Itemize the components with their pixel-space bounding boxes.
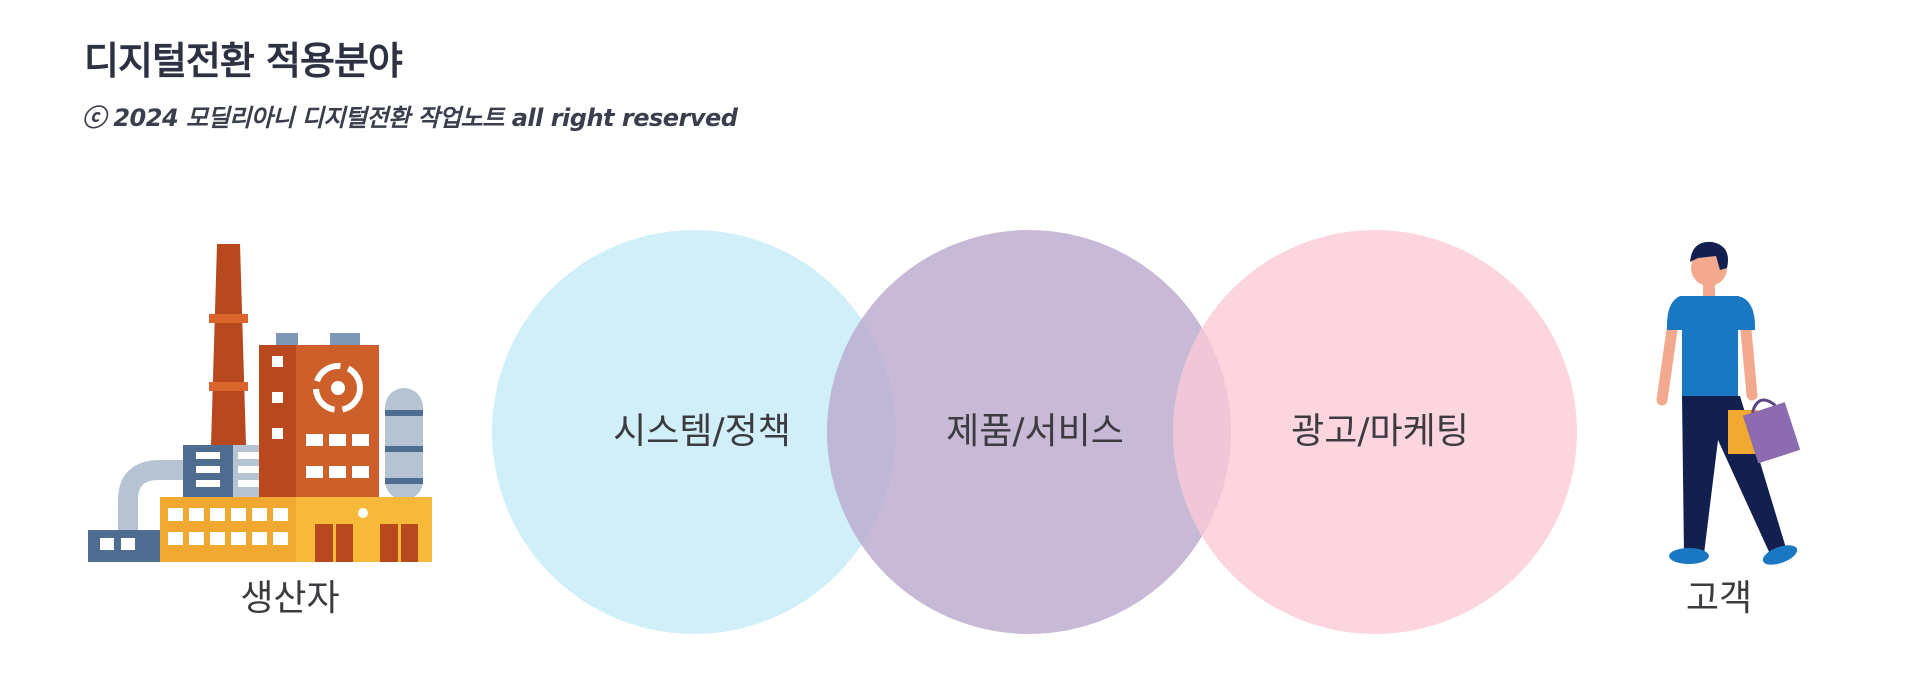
circle-product-service — [827, 230, 1231, 634]
circle-label-product-service: 제품/서비스 — [946, 411, 1124, 452]
circle-advertising-marketing — [1173, 230, 1577, 634]
circle-label-advertising-marketing: 광고/마케팅 — [1291, 411, 1469, 452]
page-title: 디지털전환 적용분야 — [84, 39, 403, 83]
circle-label-system-policy: 시스템/정책 — [613, 411, 791, 452]
factory-icon — [88, 244, 432, 562]
customer-label: 고객 — [1686, 578, 1752, 619]
circle-system-policy — [492, 230, 896, 634]
customer-icon — [1656, 241, 1801, 565]
producer-label: 생산자 — [240, 578, 339, 619]
copyright-subtitle: ⓒ 2024 모딜리아니 디지털전환 작업노트 all right reserv… — [82, 104, 738, 132]
